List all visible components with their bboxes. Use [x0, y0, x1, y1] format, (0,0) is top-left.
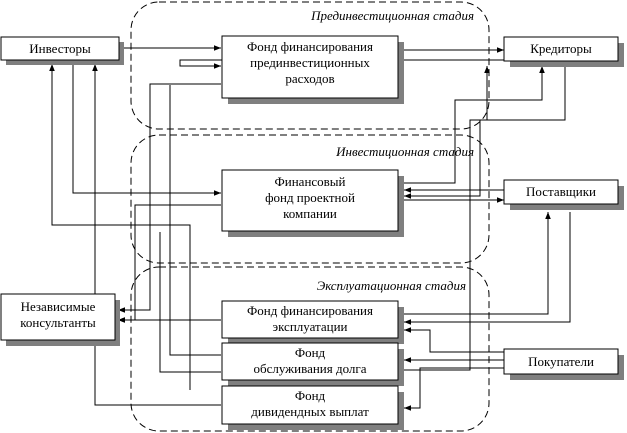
edge-opfund-suppliers	[398, 212, 551, 315]
pre-investment-fund-label-2: прединвестиционных	[250, 55, 370, 70]
edge-left-connector	[169, 85, 221, 356]
edge-buyers-dividendfund	[404, 367, 504, 411]
edge-projectfund-creditors	[398, 66, 545, 184]
operation-stage-label: Эксплуатационная стадия	[317, 278, 466, 293]
pre-investment-fund-label-1: Фонд финансирования	[247, 39, 373, 54]
edge-investors-projectfund	[72, 64, 221, 196]
project-fund-label-1: Финансовый	[274, 174, 345, 189]
suppliers-box[interactable]: Поставщики	[503, 179, 624, 210]
buyers-box[interactable]: Покупатели	[503, 348, 624, 380]
dividend-fund-label-1: Фонд	[295, 388, 326, 403]
dividend-fund-box[interactable]: Фонд дивидендных выплат	[221, 385, 404, 430]
debt-service-fund-label-2: обслуживания долга	[253, 361, 366, 376]
suppliers-label: Поставщики	[526, 184, 596, 199]
project-fund-label-3: компании	[283, 206, 337, 221]
consultants-box[interactable]: Независимые консультанты	[0, 293, 120, 346]
consultants-label-2: консультанты	[20, 315, 96, 330]
edge-creditors-projectfund	[404, 66, 566, 199]
debt-service-fund-label-1: Фонд	[295, 345, 326, 360]
stage-regions	[130, 1, 490, 432]
operation-fund-box[interactable]: Фонд финансирования эксплуатации	[221, 300, 404, 344]
operation-fund-label-1: Фонд финансирования	[247, 303, 373, 318]
edge-prefund-consultants	[118, 83, 221, 313]
consultants-label-1: Независимые	[21, 299, 96, 314]
pre-investment-fund-label-3: расходов	[285, 71, 334, 86]
investment-stage-label: Инвестиционная стадия	[335, 144, 474, 159]
edge-left-connector-2	[159, 232, 221, 373]
edge-debtfund-creditors	[398, 66, 490, 371]
connections	[49, 45, 571, 411]
creditors-label: Кредиторы	[530, 41, 592, 56]
creditors-box[interactable]: Кредиторы	[503, 36, 624, 67]
pre-investment-stage-region	[130, 1, 490, 130]
edge-return-investors-b	[49, 64, 191, 390]
operation-fund-label-2: эксплуатации	[272, 319, 347, 334]
buyers-label: Покупатели	[528, 354, 594, 369]
pre-investment-fund-box[interactable]: Фонд финансирования прединвестиционных р…	[221, 35, 404, 104]
edge-return-investors-a	[92, 64, 221, 406]
debt-service-fund-box[interactable]: Фонд обслуживания долга	[221, 342, 404, 386]
edge-suppliers-opfund	[404, 212, 571, 325]
pre-investment-stage-label: Прединвестиционная стадия	[310, 8, 474, 23]
project-fund-box[interactable]: Финансовый фонд проектной компании	[221, 169, 404, 237]
operation-stage-region	[130, 266, 490, 432]
investors-box[interactable]: Инвесторы	[0, 36, 124, 65]
investors-label: Инвесторы	[29, 41, 91, 56]
dividend-fund-label-2: дивидендных выплат	[251, 404, 369, 419]
edge-buyers-opfund	[404, 327, 504, 353]
project-fund-label-2: фонд проектной	[265, 190, 355, 205]
